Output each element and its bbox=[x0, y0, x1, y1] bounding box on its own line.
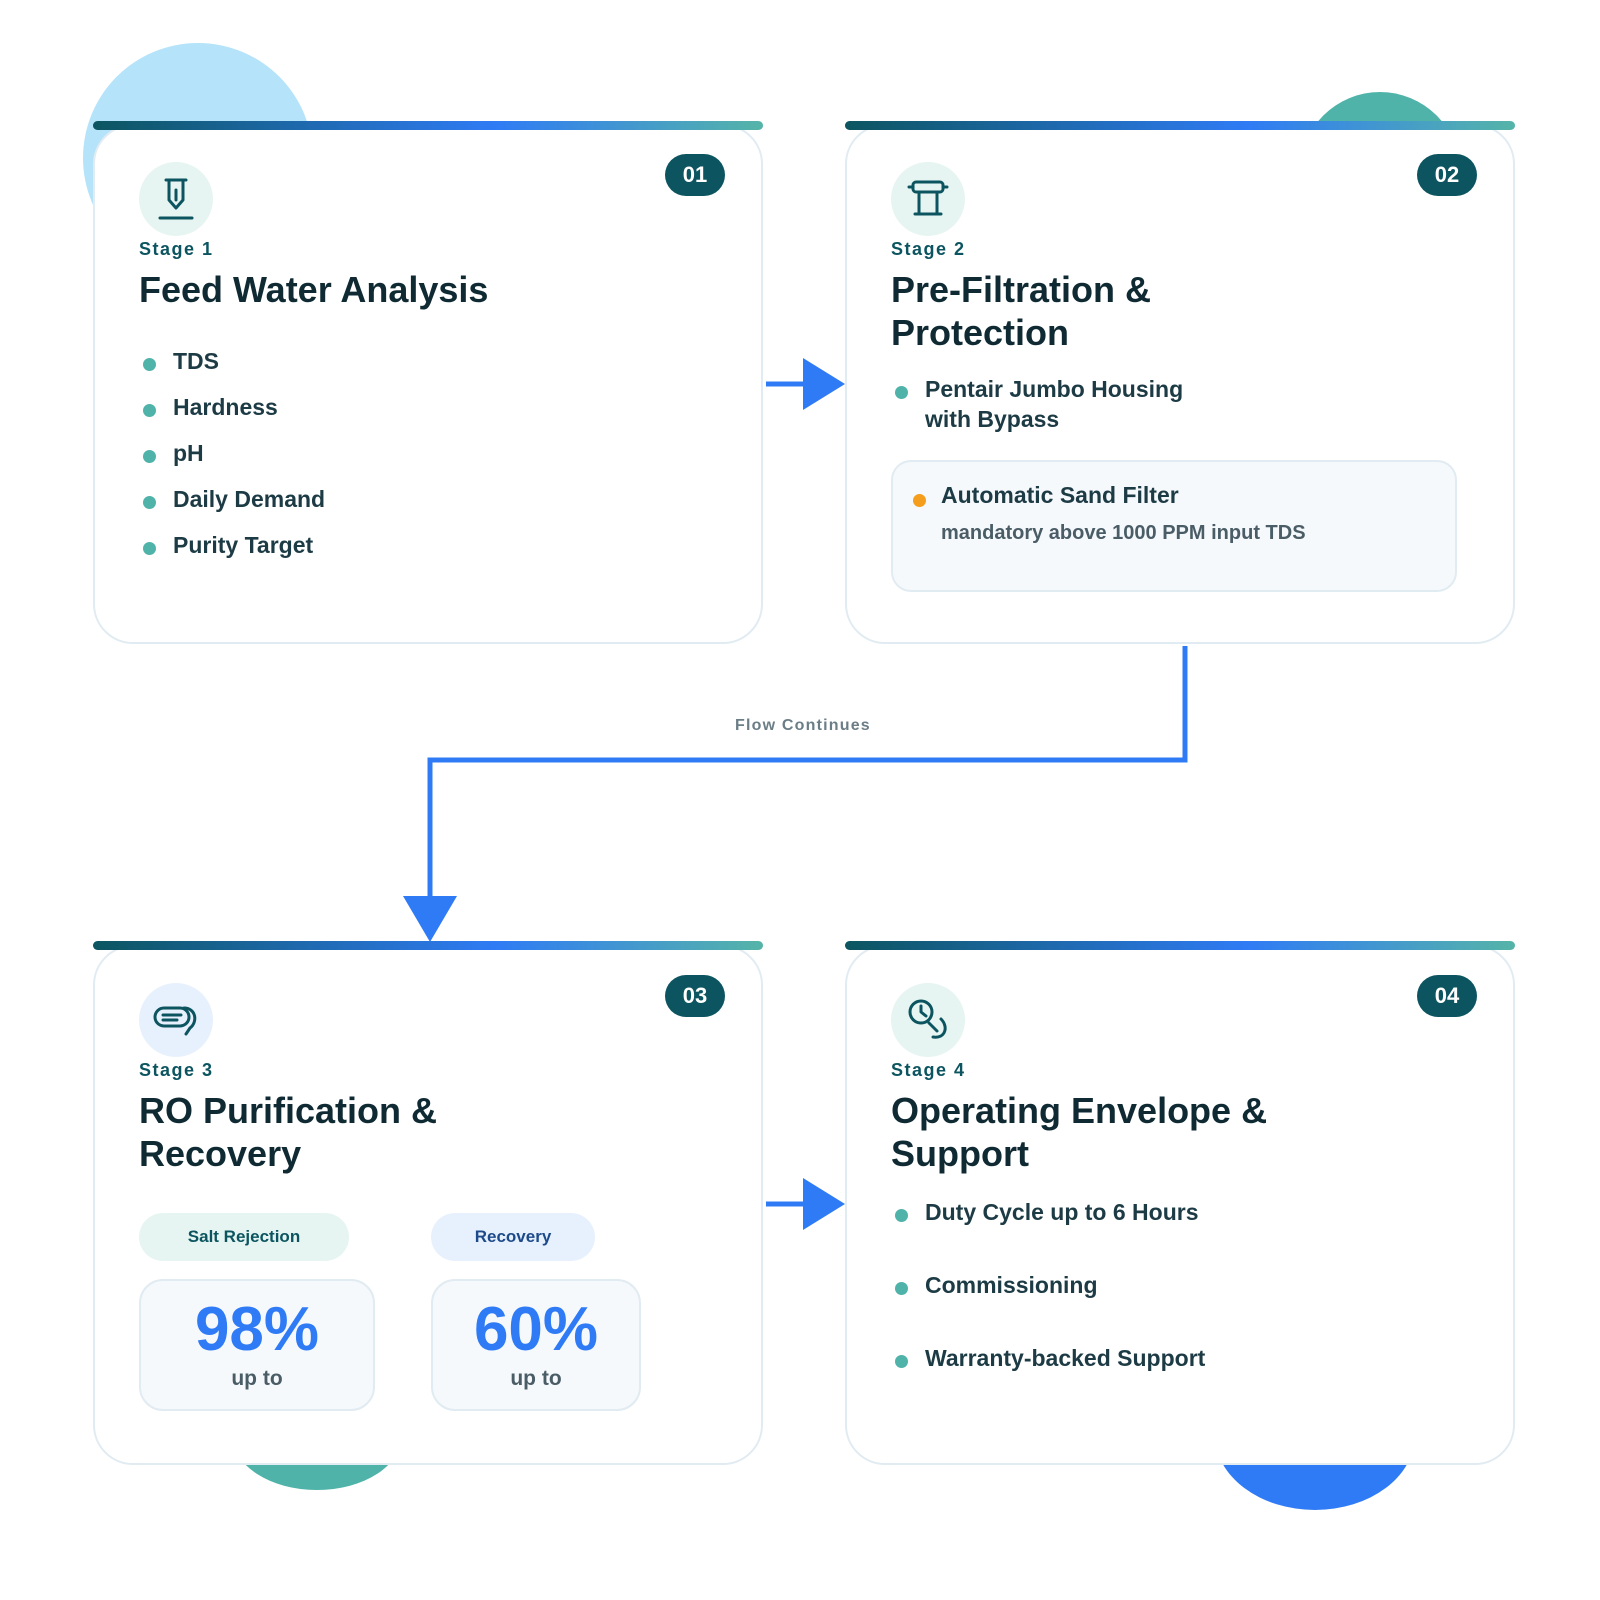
arrow-stage3-to-stage4 bbox=[766, 1178, 845, 1230]
stage-title: Pre-Filtration & Protection bbox=[891, 269, 1152, 353]
note-title: Automatic Sand Filter bbox=[941, 482, 1179, 508]
stage-label: Stage 4 bbox=[891, 1060, 966, 1080]
stage-label: Stage 2 bbox=[891, 239, 966, 259]
list-item: Daily Demand bbox=[143, 484, 325, 514]
warning-dot bbox=[913, 494, 926, 507]
list-item: Warranty-backed Support bbox=[895, 1343, 1205, 1373]
stat-value: 60% bbox=[473, 1295, 599, 1364]
support-list: Duty Cycle up to 6 Hours Commissioning W… bbox=[895, 1197, 1205, 1416]
arrow-stage1-to-stage2 bbox=[766, 358, 845, 410]
stage-card-4: 04 Stage 4 Operating Envelope & Support … bbox=[845, 945, 1515, 1465]
card-accent-bar bbox=[845, 941, 1515, 950]
card-accent-bar bbox=[845, 121, 1515, 130]
stage-label: Stage 3 bbox=[139, 1060, 214, 1080]
filter-housing-icon bbox=[891, 162, 965, 236]
arrow-stage2-to-stage3 bbox=[403, 646, 1188, 942]
stat-value: 98% bbox=[194, 1295, 320, 1364]
prefiltration-list: Pentair Jumbo Housing with Bypass bbox=[895, 374, 1225, 434]
stage-card-1: 01 Stage 1 Feed Water Analysis TDS Hardn… bbox=[93, 124, 763, 644]
stage-label: Stage 1 bbox=[139, 239, 214, 259]
stage-number-badge: 04 bbox=[1417, 975, 1477, 1017]
service-clock-icon bbox=[891, 983, 965, 1057]
probe-icon bbox=[139, 162, 213, 236]
list-item: pH bbox=[143, 438, 325, 468]
stage-number-badge: 03 bbox=[665, 975, 725, 1017]
stat-qualifier: up to bbox=[231, 1367, 283, 1390]
recovery-stat: 60% up to bbox=[431, 1279, 641, 1411]
stage-number-badge: 02 bbox=[1417, 154, 1477, 196]
stage-card-2: 02 Stage 2 Pre-Filtration & Protection P… bbox=[845, 124, 1515, 644]
analysis-list: TDS Hardness pH Daily Demand Purity Targ… bbox=[143, 346, 325, 576]
sand-filter-note: Automatic Sand Filter mandatory above 10… bbox=[891, 460, 1457, 592]
salt-rejection-pill: Salt Rejection bbox=[139, 1213, 349, 1261]
list-item: Pentair Jumbo Housing with Bypass bbox=[895, 374, 1225, 434]
stage-card-3: 03 Stage 3 RO Purification & Recovery Sa… bbox=[93, 945, 763, 1465]
card-accent-bar bbox=[93, 941, 763, 950]
flow-label: Flow Continues bbox=[735, 717, 871, 734]
list-item: Hardness bbox=[143, 392, 325, 422]
recovery-pill: Recovery bbox=[431, 1213, 595, 1261]
card-accent-bar bbox=[93, 121, 763, 130]
note-subtitle: mandatory above 1000 PPM input TDS bbox=[941, 522, 1306, 544]
stat-qualifier: up to bbox=[510, 1367, 562, 1390]
stage-title: RO Purification & Recovery bbox=[139, 1090, 438, 1174]
list-item: Purity Target bbox=[143, 530, 325, 560]
list-item: Duty Cycle up to 6 Hours bbox=[895, 1197, 1205, 1227]
stage-title: Feed Water Analysis bbox=[139, 269, 489, 310]
stage-number-badge: 01 bbox=[665, 154, 725, 196]
salt-rejection-stat: 98% up to bbox=[139, 1279, 375, 1411]
membrane-icon bbox=[139, 983, 213, 1057]
stage-title: Operating Envelope & Support bbox=[891, 1090, 1268, 1174]
list-item: TDS bbox=[143, 346, 325, 376]
list-item: Commissioning bbox=[895, 1270, 1205, 1300]
